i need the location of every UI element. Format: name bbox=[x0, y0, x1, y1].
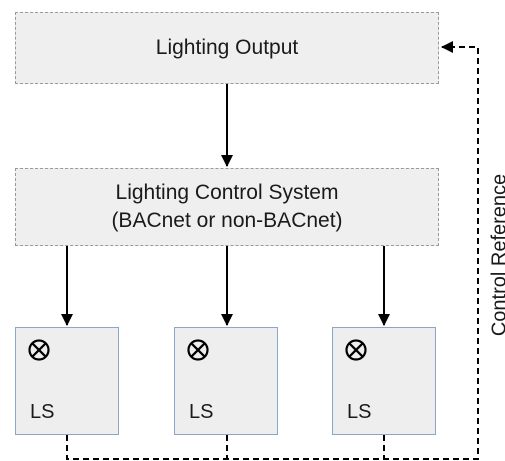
lighting-output-label: Lighting Output bbox=[155, 36, 299, 59]
light-source-label: LS bbox=[347, 401, 372, 423]
control-reference-label: Control Reference bbox=[488, 173, 505, 337]
control-system-subtitle: (BACnet or non-BACnet) bbox=[111, 209, 343, 232]
feedback-dashed-path bbox=[66, 41, 479, 460]
lamp-icon bbox=[187, 339, 209, 361]
light-source-box-3: LS bbox=[332, 327, 436, 435]
light-source-box-1: LS bbox=[15, 327, 119, 435]
control-system-title: Lighting Control System bbox=[115, 181, 339, 204]
lighting-control-system-box: Lighting Control System (BACnet or non-B… bbox=[15, 168, 439, 246]
light-source-box-2: LS bbox=[174, 327, 278, 435]
lamp-icon bbox=[345, 339, 367, 361]
lighting-output-box: Lighting Output bbox=[15, 12, 439, 84]
lamp-icon bbox=[28, 339, 50, 361]
light-source-label: LS bbox=[189, 401, 214, 423]
light-source-label: LS bbox=[30, 401, 55, 423]
